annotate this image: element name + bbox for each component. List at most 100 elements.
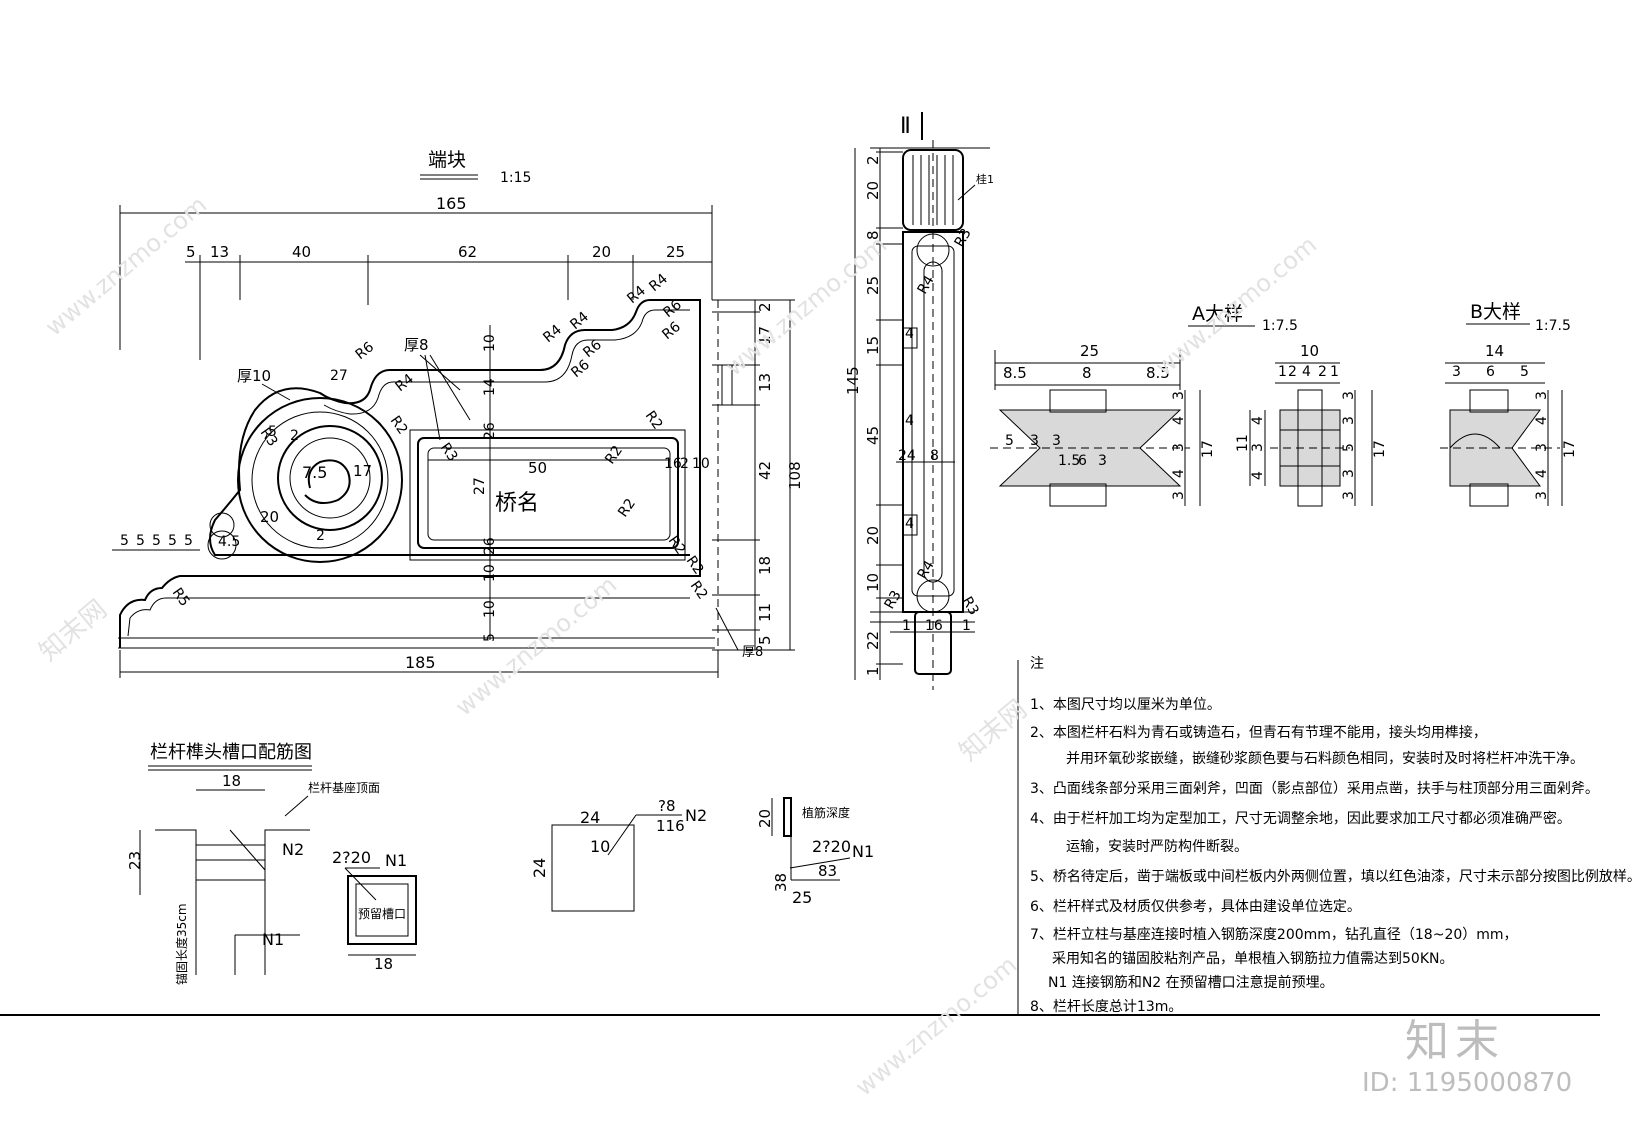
detail-a-title: A大样: [1192, 303, 1243, 325]
post-bottom-dim: 1: [962, 618, 971, 634]
rebar-n1: N1: [385, 851, 407, 870]
radius-label: R2: [615, 496, 639, 520]
detail-mid-left-total: 11: [1235, 434, 1251, 452]
post-dim: 20: [864, 526, 882, 545]
dim-left-5: 5: [120, 533, 129, 549]
detail-mid: 10 1 2 4 2 1 4 3 4 11 3 3 5 3 3 17: [1235, 342, 1388, 507]
detail-mid-part: 2: [1288, 364, 1297, 380]
n1-depth-label: 植筋深度: [802, 805, 850, 820]
note-item: 1、本图尺寸均以厘米为单位。: [1030, 697, 1221, 713]
post-inner-dim: 4: [905, 326, 914, 342]
radius-label: R4: [393, 371, 418, 395]
radius-label: R6: [659, 319, 684, 343]
note-item: N1 连接钢筋和N2 在预留槽口注意提前预埋。: [1048, 975, 1334, 991]
dim-62: 62: [458, 243, 477, 261]
note-item: 2、本图栏杆石料为青石或铸造石，但青石有节理不能用，接头均用榫接，: [1030, 725, 1487, 741]
detail-mid-right: 5: [1341, 443, 1357, 452]
dim-5: 5: [186, 243, 196, 261]
post-radius: R4: [915, 558, 938, 582]
watermark-logo: 知末: [1405, 1016, 1505, 1067]
radius-label: R4: [646, 271, 671, 295]
dim-v: 10: [482, 600, 498, 618]
detail-b-right-total: 17: [1562, 440, 1578, 458]
detail-a-right: 3: [1171, 391, 1187, 400]
radius-label: R2: [602, 443, 626, 467]
detail-b-right: 4: [1534, 469, 1550, 478]
detail-mid-right: 3: [1341, 416, 1357, 425]
radius-label: R2: [387, 413, 411, 437]
label-thick8-bottom: 厚8: [742, 645, 763, 660]
rebar-groove: 预留槽口: [358, 907, 406, 921]
label-2b: 2: [316, 528, 325, 544]
label-27: 27: [330, 368, 348, 384]
dim-r: 42: [756, 461, 774, 480]
detail-b-part: 5: [1520, 364, 1529, 380]
n1-spec: 2?20: [812, 837, 851, 856]
end-block-scale: 1:15: [500, 170, 531, 186]
n2-detail: 24 24 10 ?8 116 N2: [530, 797, 707, 912]
detail-a-part: 8.5: [1146, 364, 1170, 382]
dim-left-5: 5: [184, 533, 193, 549]
label-7-5: 7.5: [302, 463, 327, 482]
detail-a: A大样 1:7.5 25 8.5 8 8.5 5 3 3 1.5 6 3 3 4…: [990, 303, 1298, 507]
post-dim: 45: [864, 426, 882, 445]
rebar-n1-spec: 2?20: [332, 848, 371, 867]
n2-dim-24a: 24: [580, 808, 600, 827]
dim-185: 185: [405, 653, 436, 672]
detail-a-part: 8.5: [1003, 364, 1027, 382]
dim-r: 2: [756, 302, 774, 312]
rebar-dim-18b: 18: [374, 955, 393, 973]
rebar-n2: N2: [282, 840, 304, 859]
rebar-top-label: 栏杆基座顶面: [308, 780, 380, 795]
label-17: 17: [353, 462, 372, 480]
n1-name: N1: [852, 842, 874, 861]
dim-r: 18: [756, 556, 774, 575]
radius-label: R2: [687, 578, 711, 602]
dim-left-5: 5: [168, 533, 177, 549]
dim-v: 27: [472, 477, 488, 495]
dim-r: 5: [756, 635, 774, 645]
detail-b-total: 14: [1485, 342, 1504, 360]
label-thick8: 厚8: [404, 336, 429, 354]
radius-label: R4: [624, 283, 649, 307]
detail-a-inner: 5: [1005, 433, 1014, 449]
post-bottom-dim: 1: [902, 618, 911, 634]
note-item: 采用知名的锚固胶粘剂产品，单根植入钢筋拉力值需达到50KN。: [1052, 951, 1454, 967]
post-dim: 2: [864, 155, 882, 165]
detail-mid-part: 1: [1278, 364, 1287, 380]
note-item: 并用环氧砂浆嵌缝，嵌缝砂浆颜色要与石料颜色相同，安装时及时将栏杆冲洗干净。: [1066, 751, 1584, 767]
post-radius: R3: [882, 588, 905, 612]
detail-mid-right: 3: [1341, 469, 1357, 478]
label-thick10: 厚10: [237, 367, 271, 385]
detail-a-total-r: 17: [1200, 440, 1216, 458]
detail-a-inner: 1.5: [1058, 453, 1080, 469]
n2-name: N2: [685, 806, 707, 825]
n2-spec: ?8: [658, 797, 676, 815]
n1-dim-25: 25: [792, 888, 812, 907]
inner-right-2: 2: [680, 456, 689, 472]
bridge-name-label: 桥名: [495, 491, 539, 516]
section-mark: Ⅱ: [900, 114, 911, 139]
dim-40: 40: [292, 243, 311, 261]
dim-20: 20: [592, 243, 611, 261]
post-dim: 20: [864, 181, 882, 200]
detail-a-right: 4: [1171, 469, 1187, 478]
detail-b-title: B大样: [1470, 301, 1521, 323]
radius-label: R2: [642, 408, 666, 432]
rebar-n1-bottom: N1: [262, 930, 284, 949]
dim-v: 26: [482, 422, 498, 440]
post-dim: 1: [864, 666, 882, 676]
note-item: 5、桥名待定后，凿于端板或中间栏板内外两侧位置，填以红色油漆，尺寸未示部分按图比…: [1030, 869, 1641, 885]
detail-b-scale: 1:7.5: [1535, 318, 1571, 334]
post-dim: 8: [864, 230, 882, 240]
detail-a-inner: 6: [1078, 453, 1087, 469]
n1-dim-20: 20: [756, 809, 774, 828]
dim-r-total: 108: [786, 461, 804, 490]
note-item: 3、凸面线条部分采用三面剁斧，凹面（影点部位）采用点凿，扶手与柱顶部分用三面剁斧…: [1030, 781, 1599, 797]
detail-mid-total: 10: [1300, 342, 1319, 360]
radius-label: R2: [683, 553, 707, 577]
post-bottom-dim: 16: [925, 618, 943, 634]
radius-label: R4: [540, 322, 565, 346]
detail-mid-part: 4: [1302, 364, 1311, 380]
dim-v: 26: [482, 537, 498, 555]
